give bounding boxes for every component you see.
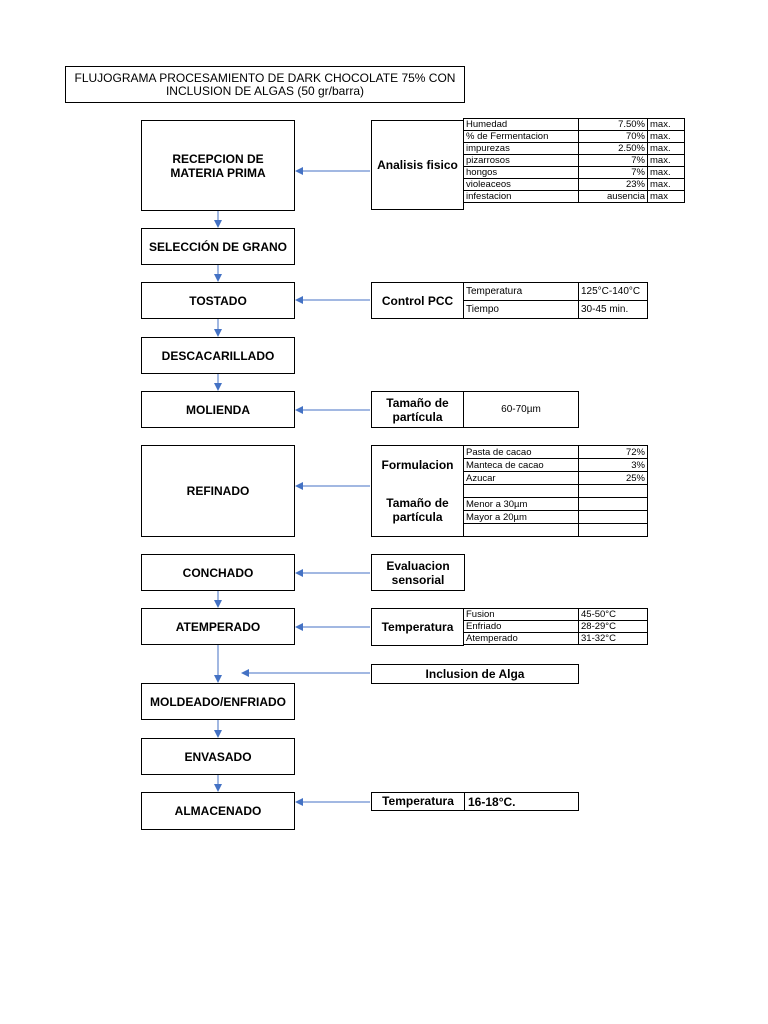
step-moldeado: MOLDEADO/ENFRIADO — [141, 683, 295, 720]
step-envasado: ENVASADO — [141, 738, 295, 775]
molienda-particula-value: 60-70µm — [463, 391, 579, 428]
analisis-fisico-label: Analisis fisico — [377, 158, 458, 172]
almacenado-temp-value: 16-18°C. — [468, 794, 516, 809]
almacenado-temp-label: Temperatura — [372, 793, 465, 810]
almacenado-temp-box: Temperatura 16-18°C. — [371, 792, 579, 811]
table-row — [463, 523, 648, 537]
atemperado-temp-label: Temperatura — [381, 620, 454, 634]
molienda-particula-label: Tamaño de partícula — [386, 395, 449, 424]
step-conchado: CONCHADO — [141, 554, 295, 591]
molienda-particula-box: Tamaño de partícula — [371, 391, 464, 428]
table-row: Mayor a 20µm — [463, 510, 648, 524]
control-pcc-box: Control PCC — [371, 282, 464, 319]
atemperado-temp-box: Temperatura — [371, 608, 464, 646]
control-pcc-label: Control PCC — [381, 293, 454, 308]
flowchart-title: FLUJOGRAMA PROCESAMIENTO DE DARK CHOCOLA… — [65, 66, 465, 103]
step-tostado: TOSTADO — [141, 282, 295, 319]
table-row: Menor a 30µm — [463, 497, 648, 511]
formulacion-box: Formulacion Tamaño de partícula — [371, 445, 464, 537]
step-seleccion: SELECCIÓN DE GRANO — [141, 228, 295, 265]
step-molienda: MOLIENDA — [141, 391, 295, 428]
table-row — [463, 484, 648, 498]
formulacion-label: Formulacion — [381, 458, 454, 472]
analisis-fisico-box: Analisis fisico — [371, 120, 464, 210]
inclusion-alga-box: Inclusion de Alga — [371, 664, 579, 684]
step-almacenado: ALMACENADO — [141, 792, 295, 830]
evaluacion-sensorial-box: Evaluacion sensorial — [371, 554, 465, 591]
step-recepcion: RECEPCION DE MATERIA PRIMA — [141, 120, 295, 211]
step-refinado: REFINADO — [141, 445, 295, 537]
step-atemperado: ATEMPERADO — [141, 608, 295, 645]
step-descacarillado: DESCACARILLADO — [141, 337, 295, 374]
refinado-particula-label: Tamaño de partícula — [386, 496, 449, 524]
